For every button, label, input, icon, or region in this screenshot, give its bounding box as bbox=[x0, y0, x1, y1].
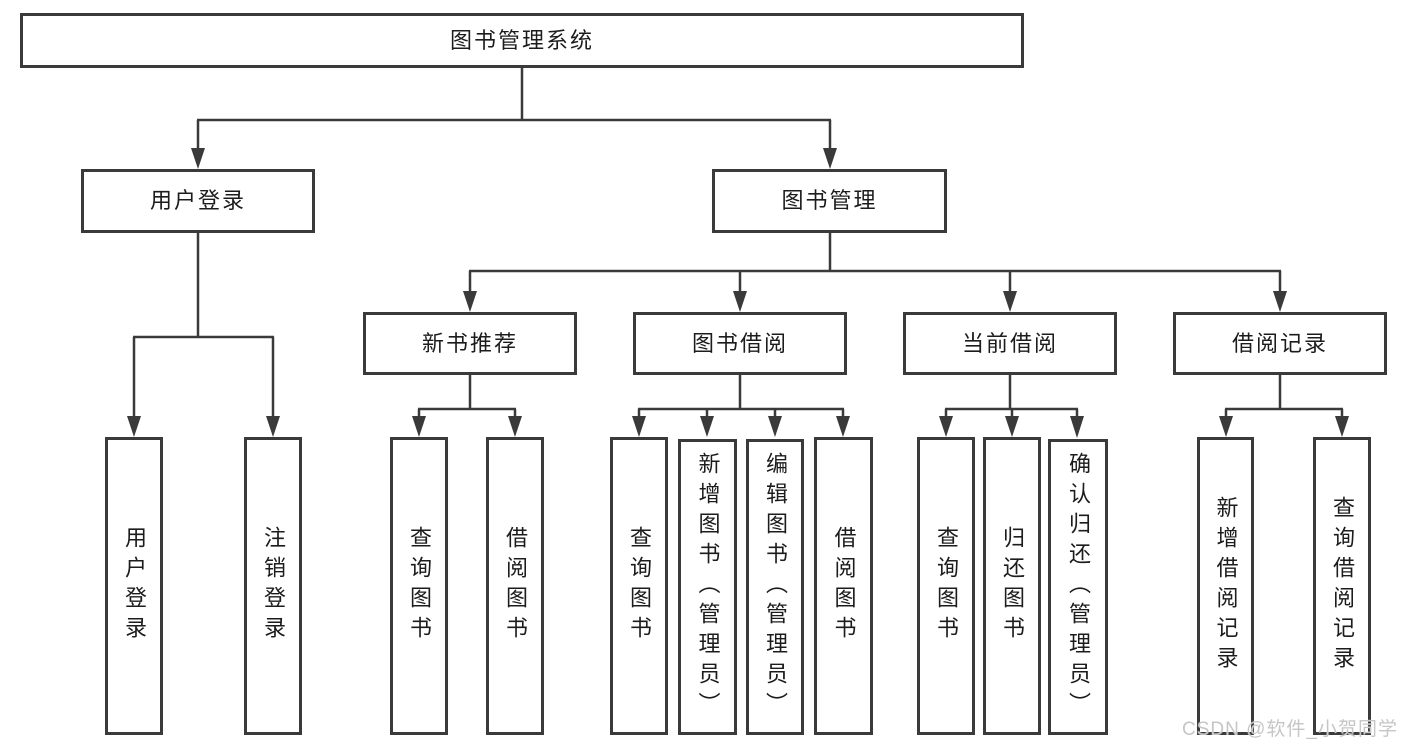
leaf-label: 借阅图书 bbox=[503, 526, 528, 646]
node-label: 图书借阅 bbox=[691, 330, 788, 356]
leaf-label: 查询借阅记录 bbox=[1330, 496, 1355, 676]
leaf-label: 借阅图书 bbox=[831, 526, 857, 646]
leaf-query-books: 查询图书 bbox=[390, 437, 448, 735]
leaf-borrow-books: 借阅图书 bbox=[814, 437, 873, 735]
leaf-label: 归还图书 bbox=[1000, 526, 1025, 646]
leaf-label: 用户登录 bbox=[122, 526, 147, 646]
node-label: 图书管理系统 bbox=[449, 27, 594, 53]
leaf-edit-books-admin: 编辑图书（管理员） bbox=[746, 439, 804, 735]
csdn-watermark: CSDN @软件_小贺同学 bbox=[1182, 719, 1398, 740]
node-user-login: 用户登录 bbox=[81, 169, 315, 233]
leaf-query-books: 查询图书 bbox=[917, 437, 975, 735]
node-book-borrow: 图书借阅 bbox=[633, 312, 847, 375]
leaf-label: 编辑图书（管理员） bbox=[763, 452, 788, 722]
leaf-query-books: 查询图书 bbox=[610, 437, 668, 735]
leaf-label: 查询图书 bbox=[627, 526, 652, 646]
node-label: 当前借阅 bbox=[961, 330, 1058, 356]
leaf-label: 查询图书 bbox=[934, 526, 959, 646]
leaf-confirm-return-admin: 确认归还（管理员） bbox=[1048, 439, 1108, 735]
leaf-user-login: 用户登录 bbox=[105, 437, 163, 735]
leaf-label: 确认归还（管理员） bbox=[1066, 452, 1091, 722]
leaf-add-books-admin: 新增图书（管理员） bbox=[678, 439, 737, 735]
node-borrow-records: 借阅记录 bbox=[1173, 312, 1387, 375]
leaf-add-borrow-record: 新增借阅记录 bbox=[1197, 437, 1254, 735]
node-book-management: 图书管理 bbox=[712, 169, 947, 233]
node-label: 借阅记录 bbox=[1231, 330, 1328, 356]
leaf-label: 新增借阅记录 bbox=[1213, 496, 1239, 676]
leaf-label: 新增图书（管理员） bbox=[695, 452, 721, 722]
node-new-book-recommend: 新书推荐 bbox=[363, 312, 577, 375]
node-root-library-system: 图书管理系统 bbox=[20, 13, 1024, 68]
node-label: 图书管理 bbox=[781, 188, 878, 213]
node-label: 用户登录 bbox=[149, 188, 246, 213]
leaf-label: 注销登录 bbox=[261, 526, 286, 646]
leaf-query-borrow-record: 查询借阅记录 bbox=[1313, 437, 1371, 735]
leaf-return-books: 归还图书 bbox=[983, 437, 1041, 735]
node-label: 新书推荐 bbox=[421, 330, 518, 356]
node-current-borrow: 当前借阅 bbox=[903, 312, 1117, 375]
leaf-label: 查询图书 bbox=[407, 526, 432, 646]
arrowheads bbox=[127, 148, 1349, 438]
leaf-logout: 注销登录 bbox=[244, 437, 302, 735]
leaf-borrow-books: 借阅图书 bbox=[486, 437, 544, 735]
